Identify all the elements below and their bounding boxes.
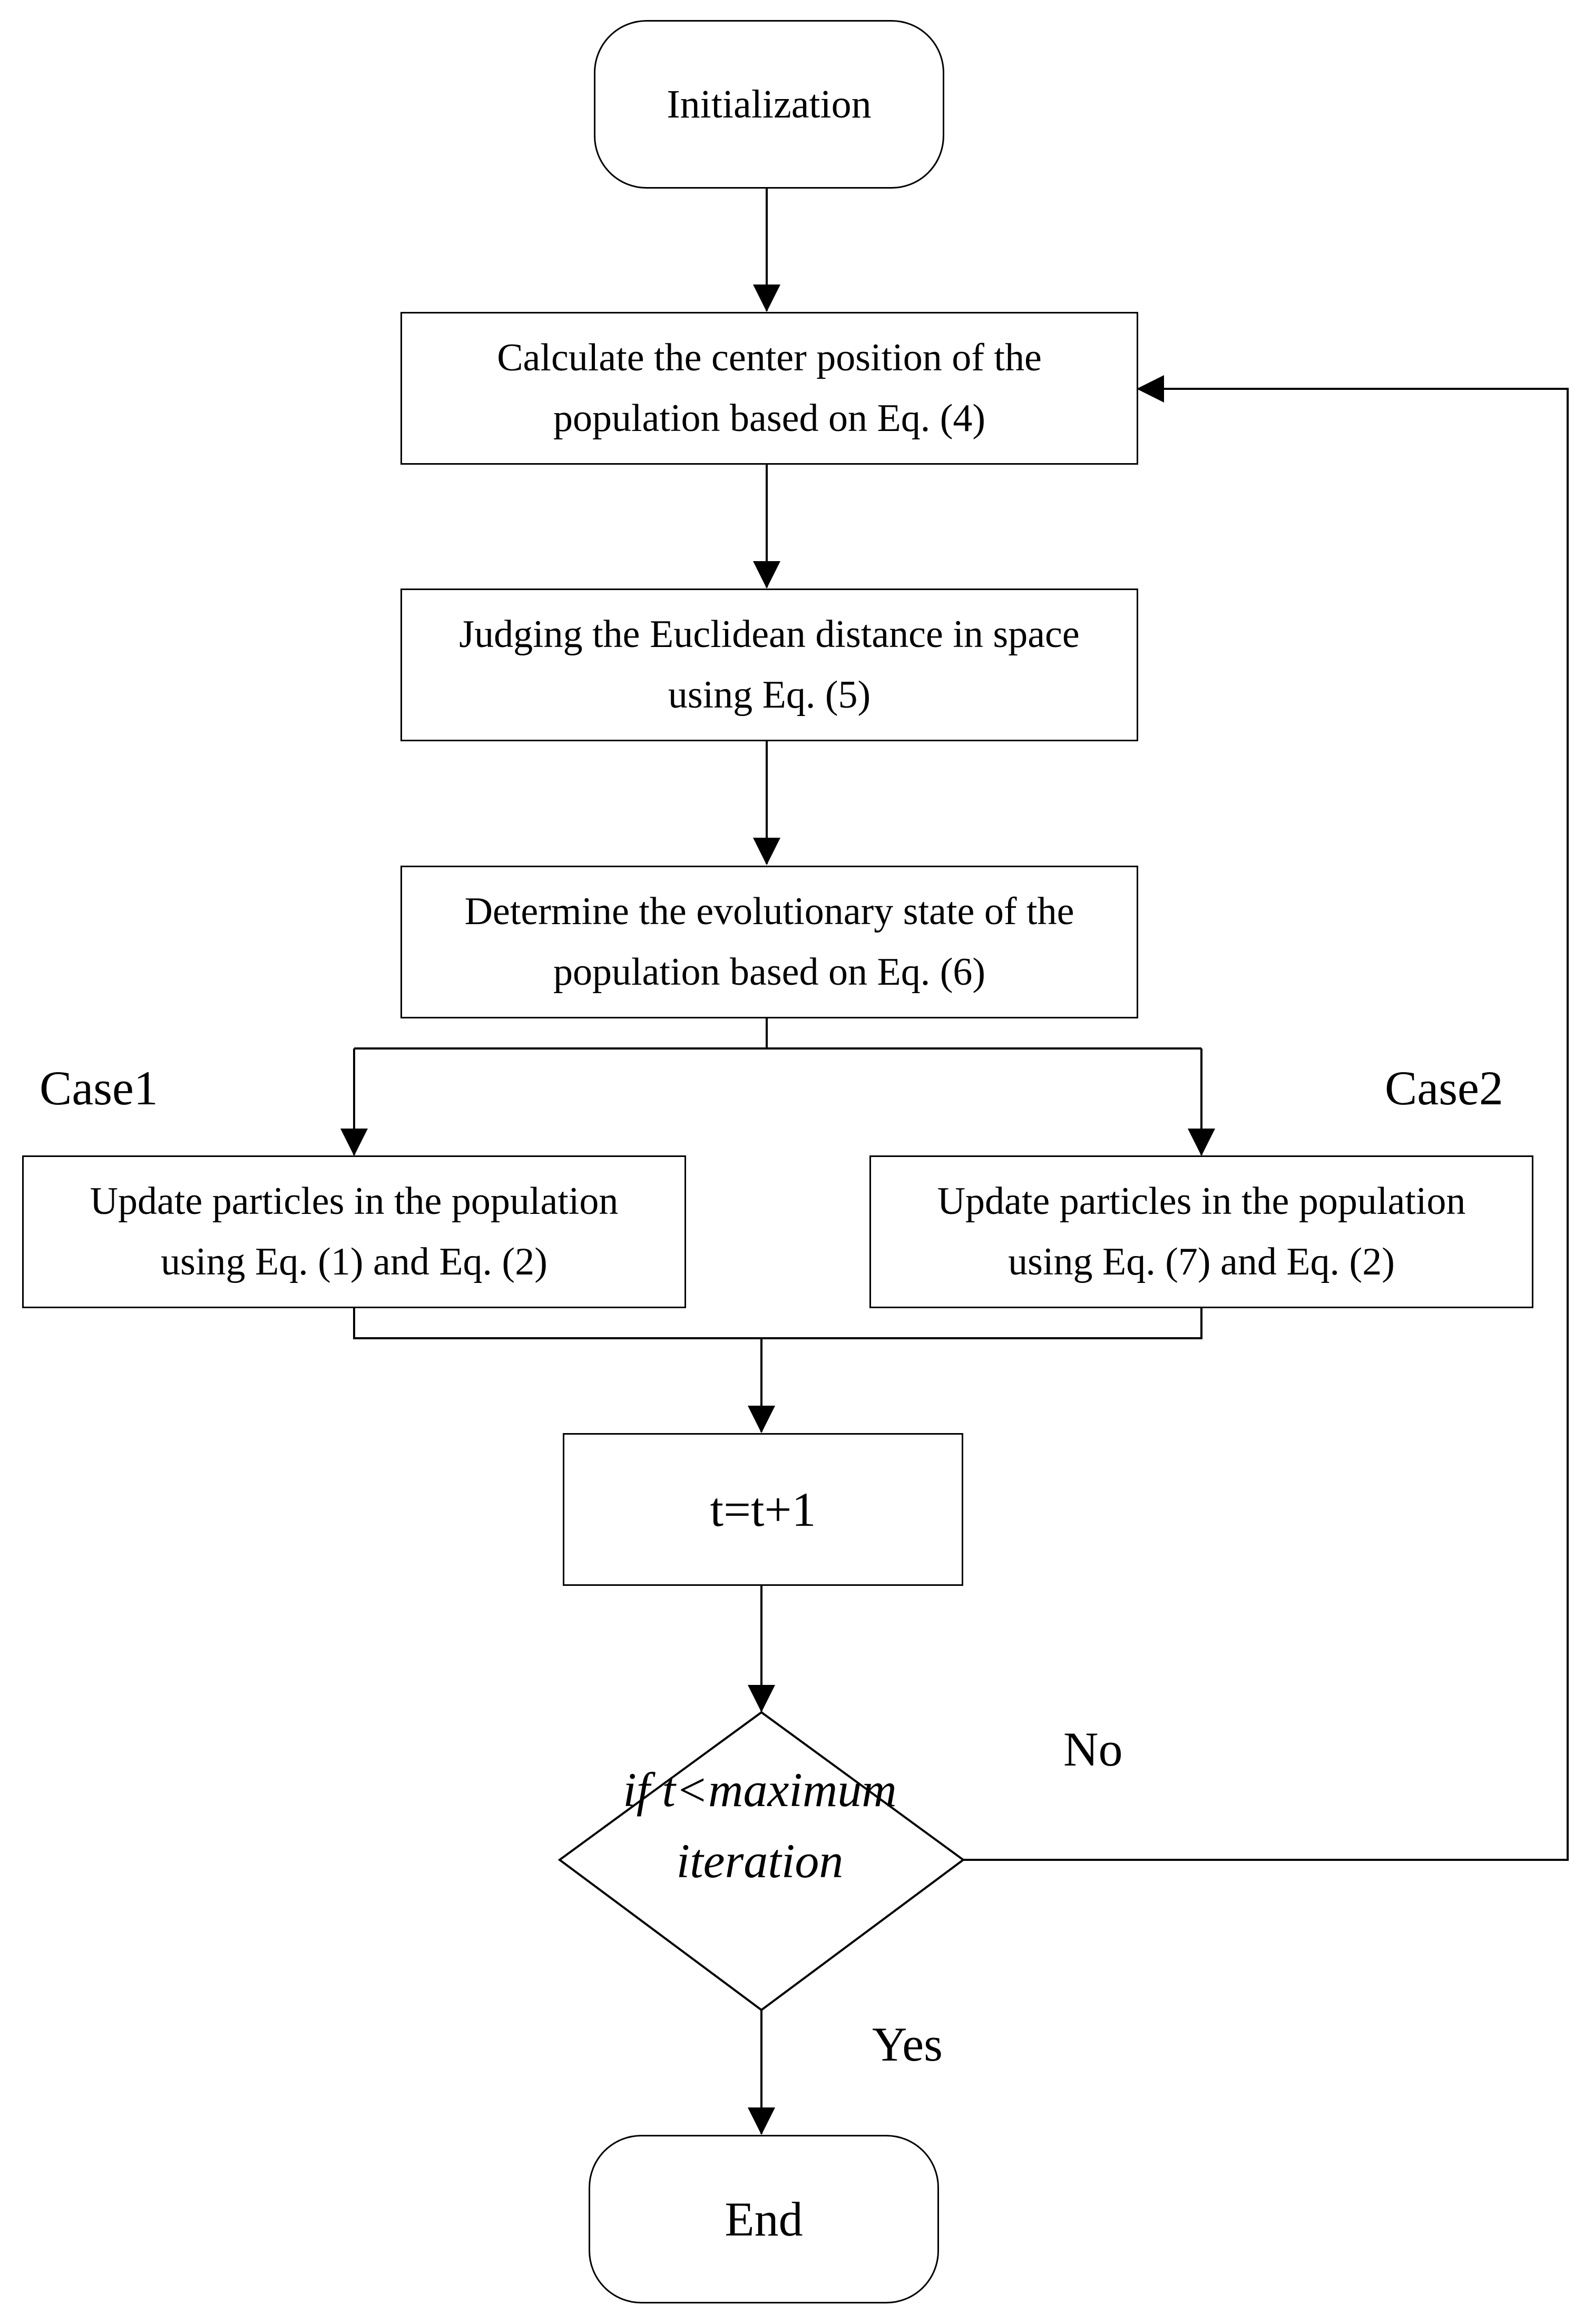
- center-position-line-1: Calculate the center position of the: [497, 336, 1042, 379]
- end-node: End: [589, 2135, 939, 2303]
- decision-label-line-1: if t<maximum: [623, 1763, 897, 1817]
- evolutionary-state-step: Determine the evolutionary state of the …: [400, 866, 1138, 1018]
- end-node-label: End: [725, 2192, 803, 2246]
- euclidean-distance-step: Judging the Euclidean distance in space …: [400, 589, 1138, 741]
- center-position-line-2: population based on Eq. (4): [553, 397, 985, 440]
- no-label: No: [1063, 1722, 1123, 1776]
- split-connector: [354, 1018, 768, 1050]
- increment-step: t=t+1: [563, 1433, 963, 1586]
- case2-update-line-1: Update particles in the population: [937, 1180, 1466, 1223]
- yes-label: Yes: [872, 2017, 943, 2071]
- case1-label: Case1: [40, 1061, 158, 1115]
- decision-diamond: [558, 1711, 965, 2012]
- loop-back-connector: [963, 375, 1569, 1861]
- decision-label: if t<maximum iteration: [560, 1702, 960, 1949]
- decision-label-line-2: iteration: [676, 1834, 844, 1888]
- start-node-label: Initialization: [667, 82, 872, 126]
- case2-label: Case2: [1385, 1061, 1503, 1115]
- euclidean-distance-line-2: using Eq. (5): [668, 673, 871, 717]
- evolutionary-state-line-1: Determine the evolutionary state of the: [464, 890, 1074, 933]
- increment-label: t=t+1: [710, 1483, 816, 1536]
- case1-update-line-1: Update particles in the population: [90, 1180, 619, 1223]
- case2-update-step: Update particles in the population using…: [869, 1155, 1533, 1308]
- evolutionary-state-line-2: population based on Eq. (6): [553, 950, 985, 994]
- case1-update-line-2: using Eq. (1) and Eq. (2): [161, 1240, 547, 1283]
- case2-update-line-2: using Eq. (7) and Eq. (2): [1008, 1240, 1395, 1283]
- start-node: Initialization: [594, 20, 944, 189]
- euclidean-distance-line-1: Judging the Euclidean distance in space: [459, 613, 1080, 656]
- case1-update-step: Update particles in the population using…: [22, 1155, 686, 1308]
- merge-connector: [353, 1307, 1202, 1339]
- center-position-step: Calculate the center position of the pop…: [400, 312, 1138, 465]
